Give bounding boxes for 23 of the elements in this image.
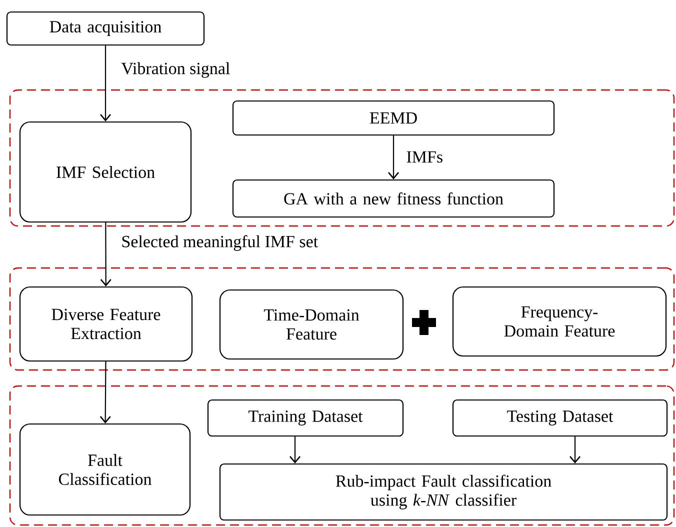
process-box: Diverse Feature Extraction <box>19 286 193 362</box>
arrow <box>388 136 399 180</box>
group-box <box>9 267 675 371</box>
arrow <box>100 46 111 122</box>
process-box: Rub-impact Fault classification using k-NN classifier <box>219 463 668 521</box>
arrow <box>290 436 300 464</box>
process-box: GA with a new fitness function <box>232 179 555 218</box>
arrow <box>570 436 580 464</box>
process-box: Fault Classification <box>19 423 191 516</box>
process-box: Testing Dataset <box>452 399 668 437</box>
group-box <box>9 385 675 526</box>
edge-label: Vibration signal <box>121 62 230 78</box>
process-box: Training Dataset <box>207 399 404 437</box>
arrow <box>100 362 111 424</box>
process-box: Frequency-Domain Feature <box>452 286 667 357</box>
group-box <box>9 89 675 227</box>
process-box: Time-Domain Feature <box>219 289 404 360</box>
edge-label: IMFs <box>406 151 442 163</box>
edge-label: Selected meaningful IMF set <box>122 235 318 251</box>
process-box: IMF Selection <box>19 121 192 223</box>
process-box: EEMD <box>232 100 555 136</box>
arrow <box>100 222 112 286</box>
process-box: Data acquisition <box>6 11 205 46</box>
